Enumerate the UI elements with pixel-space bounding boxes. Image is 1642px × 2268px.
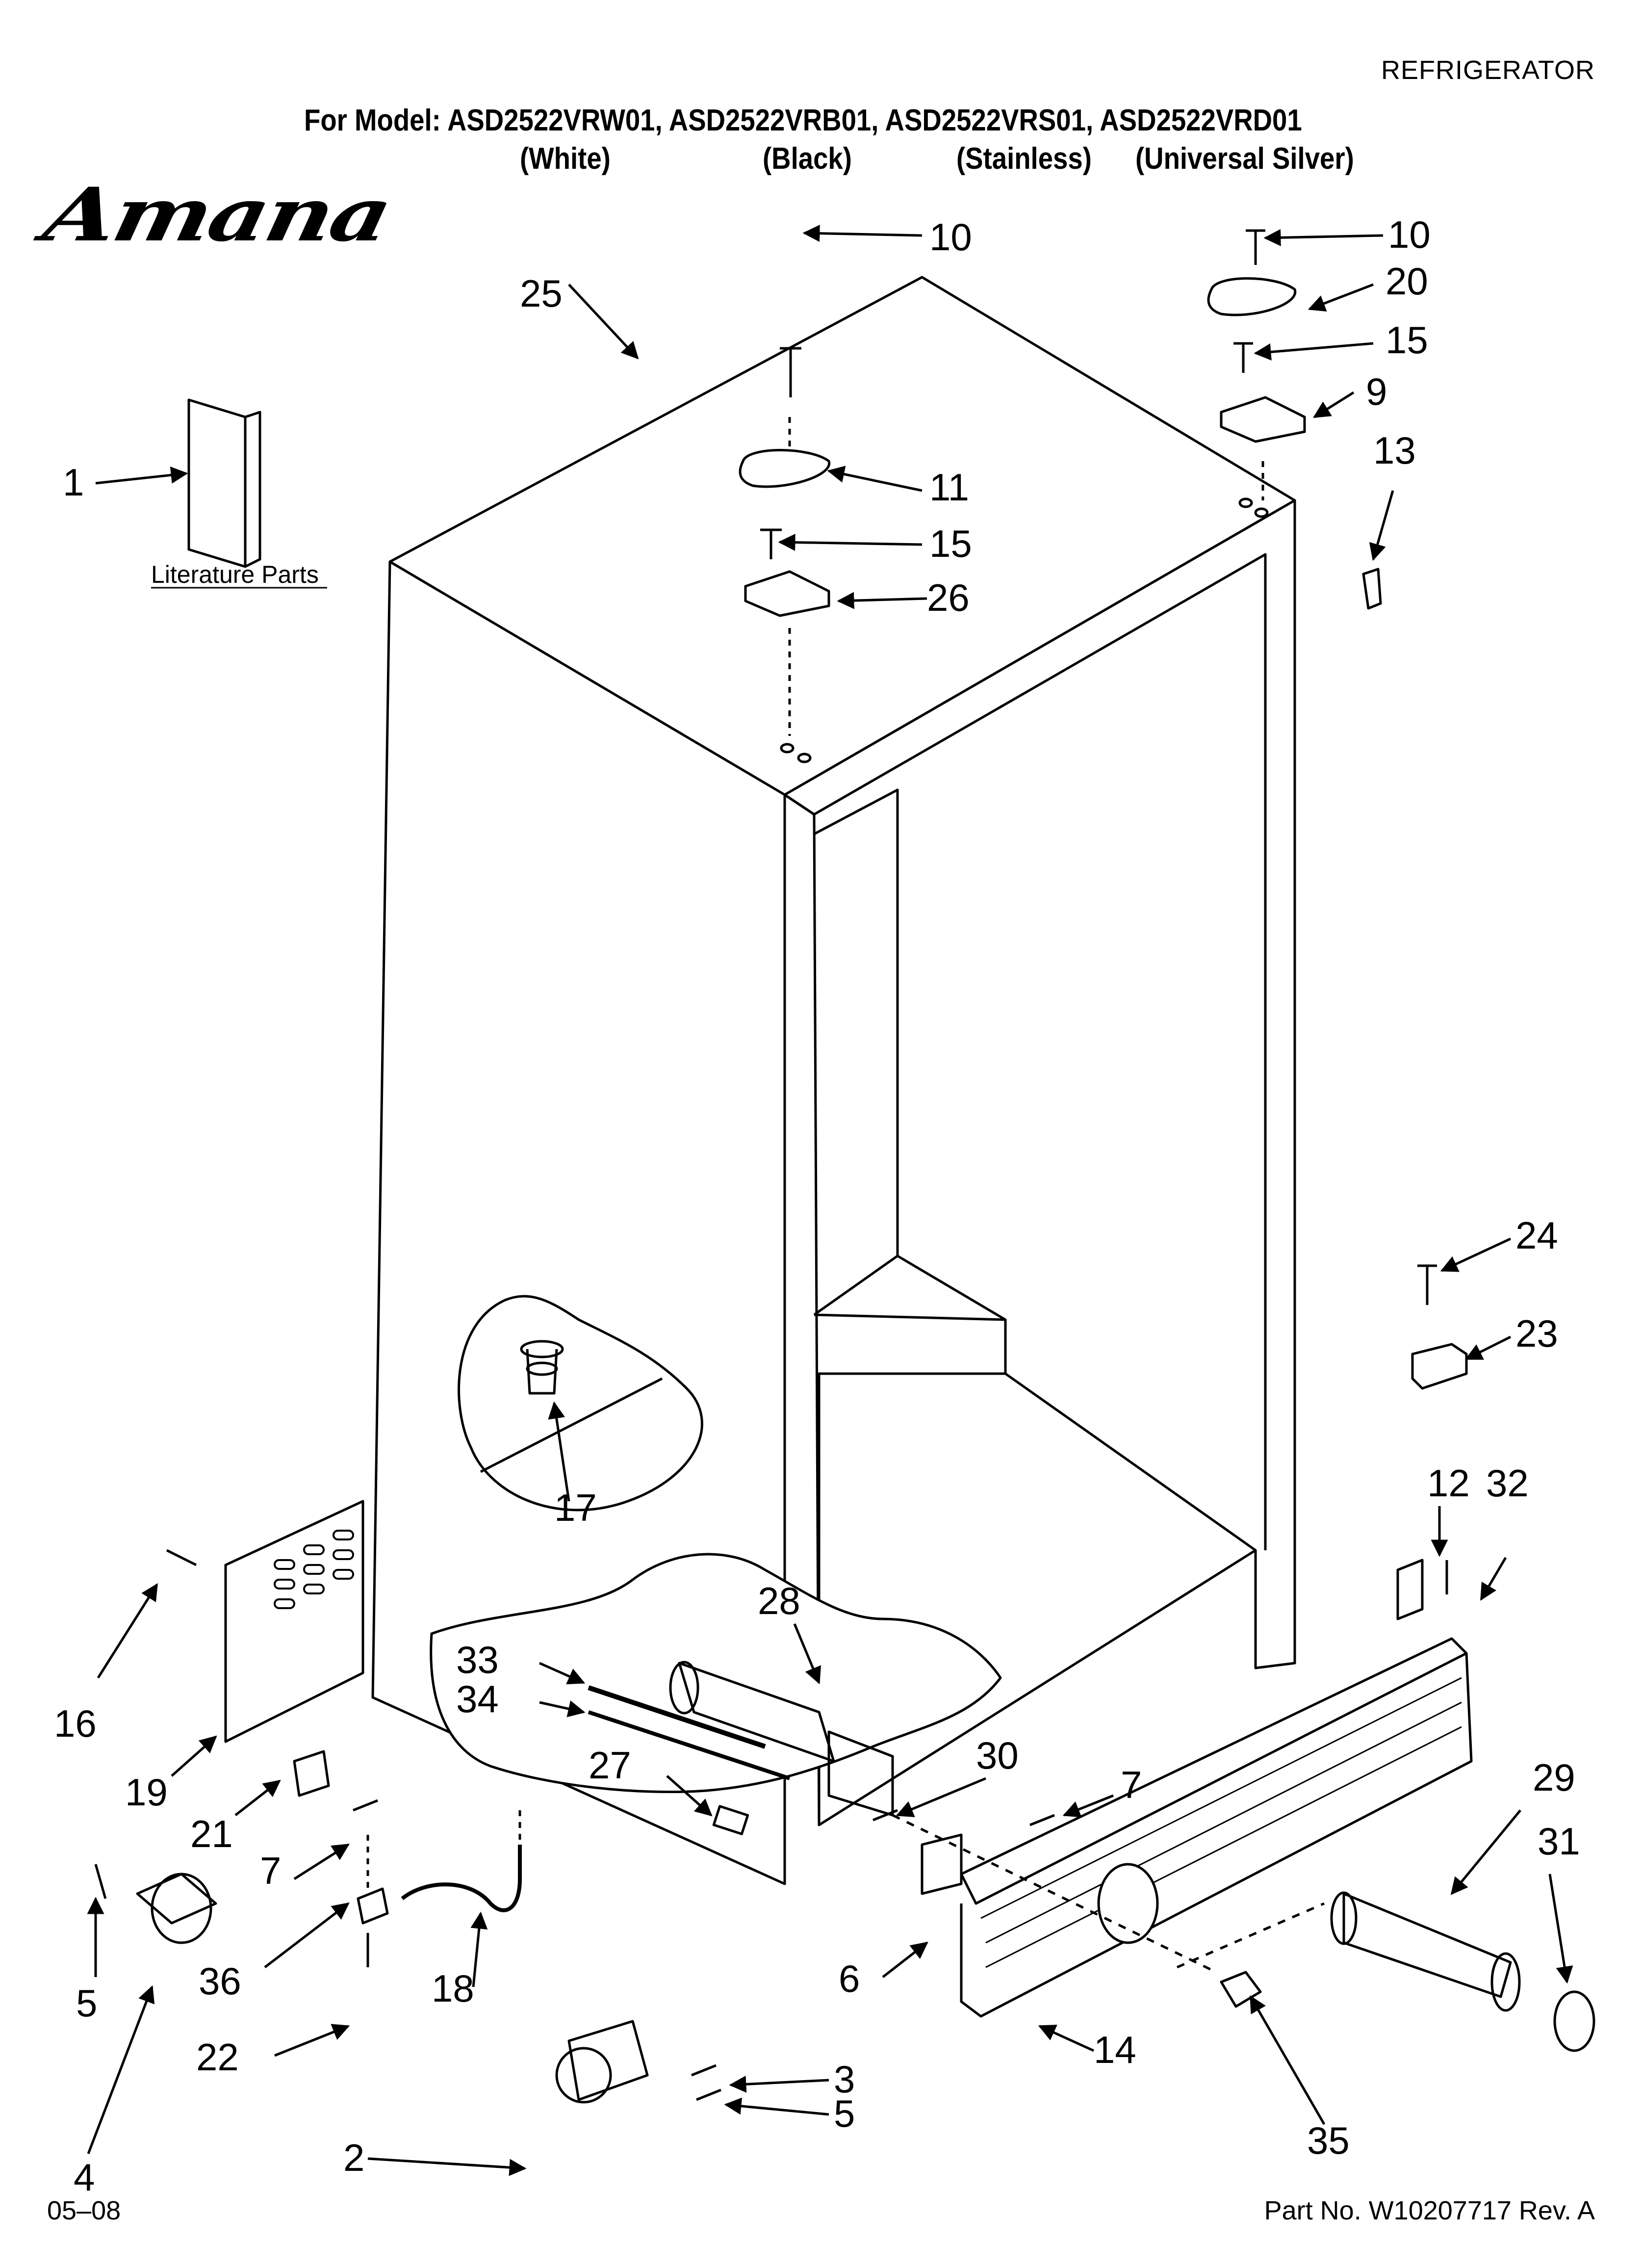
- callout-14: 14: [1094, 2028, 1136, 2071]
- callout-27: 27: [589, 1744, 631, 1787]
- callout-1: 1: [63, 461, 84, 504]
- callout-13: 13: [1373, 429, 1416, 472]
- model-line: For Model: ASD2522VRW01, ASD2522VRB01, A…: [304, 104, 1302, 137]
- callout-19: 19: [125, 1771, 168, 1814]
- document-type: REFRIGERATOR: [1381, 55, 1595, 85]
- callout-30: 30: [976, 1734, 1019, 1777]
- callout-26: 26: [927, 576, 970, 619]
- variant-black: (Black): [763, 142, 852, 176]
- callout-25: 25: [520, 272, 563, 315]
- callout-2: 2: [343, 2136, 364, 2179]
- callout-32: 32: [1486, 1461, 1529, 1505]
- callout-33: 33: [456, 1638, 499, 1681]
- callout-7: 7: [260, 1849, 281, 1892]
- callout-6: 6: [839, 1957, 860, 2000]
- callout-29: 29: [1533, 1756, 1575, 1799]
- variant-stainless: (Stainless): [956, 142, 1092, 176]
- callout-23: 23: [1515, 1312, 1558, 1355]
- callout-9: 9: [1366, 370, 1387, 413]
- footer-date: 05–08: [47, 2196, 121, 2225]
- callout-7-right: 7: [1121, 1763, 1142, 1806]
- callout-4: 4: [74, 2156, 95, 2199]
- callout-17: 17: [554, 1486, 597, 1529]
- callout-10: 10: [929, 215, 972, 259]
- callout-15: 15: [929, 522, 972, 565]
- callout-12: 12: [1427, 1461, 1470, 1505]
- leader-lines: [87, 225, 1573, 2176]
- callout-3: 3: [834, 2058, 855, 2101]
- footer-part-number: Part No. W10207717 Rev. A: [1264, 2196, 1595, 2225]
- callout-10-right: 10: [1388, 213, 1431, 256]
- callout-5-lower: 5: [834, 2092, 855, 2135]
- callout-21: 21: [190, 1812, 233, 1855]
- callout-11: 11: [929, 466, 969, 509]
- cabinet: [94, 229, 1595, 2104]
- callout-24: 24: [1515, 1214, 1558, 1257]
- callout-34: 34: [456, 1677, 499, 1721]
- callout-16: 16: [54, 1702, 97, 1745]
- callout-18: 18: [432, 1967, 474, 2010]
- callout-31: 31: [1538, 1820, 1580, 1863]
- callout-15-right: 15: [1385, 318, 1428, 362]
- callout-20: 20: [1385, 260, 1428, 303]
- variant-universal-silver: (Universal Silver): [1135, 142, 1354, 176]
- callout-36: 36: [199, 1959, 241, 2003]
- callout-layer: 1 2 3 4 5 5 6 7 7 9 10 10 11 12 13 14 15…: [54, 213, 1580, 2199]
- literature-parts-label: Literature Parts: [151, 561, 319, 588]
- variant-white: (White): [520, 142, 611, 176]
- callout-35: 35: [1307, 2119, 1350, 2162]
- callout-22: 22: [196, 2035, 239, 2079]
- callout-5: 5: [76, 1981, 97, 2025]
- callout-28: 28: [758, 1579, 800, 1622]
